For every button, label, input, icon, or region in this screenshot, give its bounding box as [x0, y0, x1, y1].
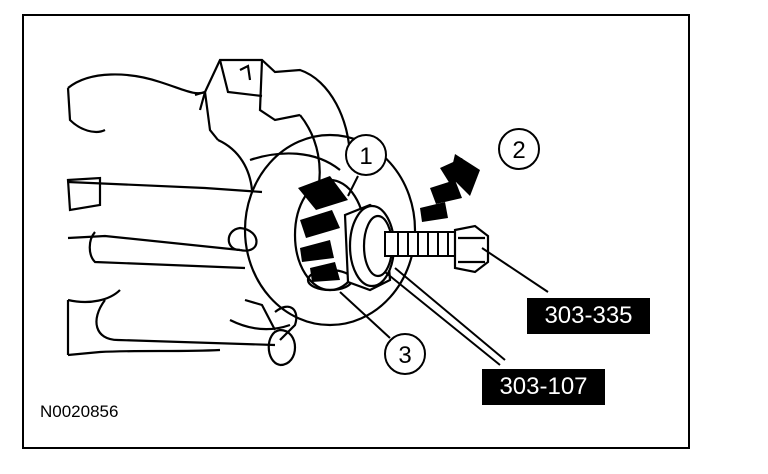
callout-1: 1	[345, 134, 387, 176]
hex-bolt-head	[453, 224, 490, 274]
tool-label-303-107: 303-107	[482, 369, 605, 405]
housing-outline	[66, 58, 352, 367]
callout-3: 3	[384, 333, 426, 375]
callout-1-text: 1	[359, 143, 372, 170]
rotation-arrows	[298, 154, 480, 282]
callout-2: 2	[498, 128, 540, 170]
tool-label-303-335: 303-335	[527, 298, 650, 334]
figure-id: N0020856	[40, 402, 119, 421]
callout-2-text: 2	[512, 137, 525, 164]
threaded-rod	[384, 231, 461, 257]
callout-3-text: 3	[398, 342, 411, 369]
puller-body	[343, 203, 396, 292]
leader-lines	[339, 175, 549, 366]
